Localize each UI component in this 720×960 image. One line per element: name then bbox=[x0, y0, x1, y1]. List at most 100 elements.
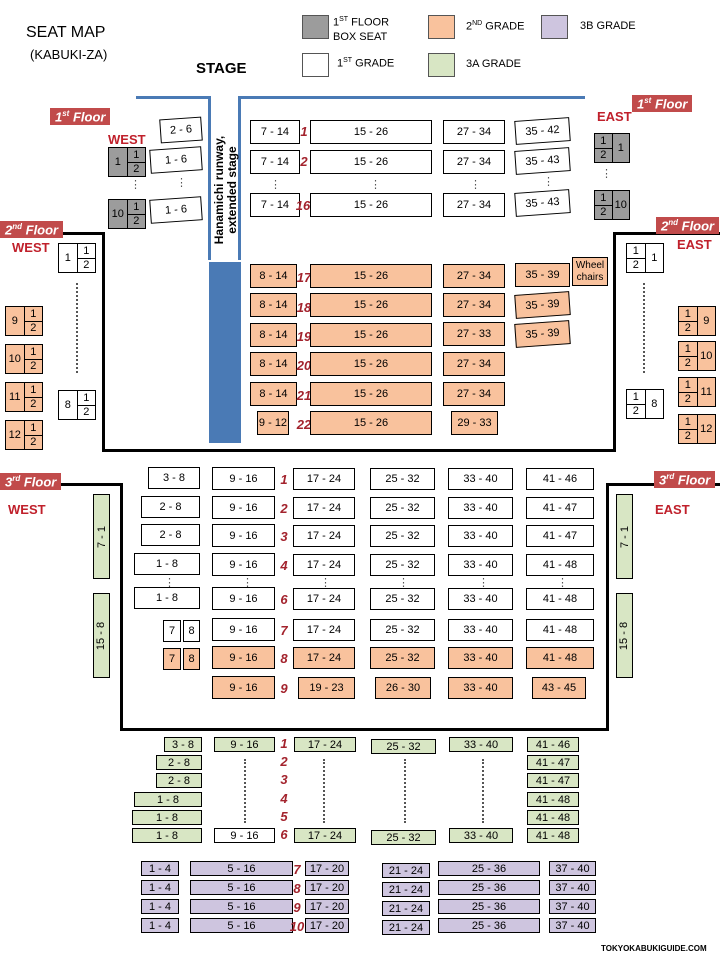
seat-block[interactable]: 33 - 40 bbox=[448, 588, 513, 610]
seat-block[interactable]: 15 - 26 bbox=[310, 120, 432, 144]
seat-block[interactable]: 35 - 43 bbox=[514, 147, 571, 175]
seat-block[interactable]: 1 - 8 bbox=[134, 587, 200, 609]
seat-block[interactable]: 25 - 32 bbox=[370, 647, 435, 669]
seat-block[interactable]: 33 - 40 bbox=[448, 647, 513, 669]
seat-block[interactable]: 27 - 34 bbox=[443, 264, 505, 288]
seat-block[interactable]: 35 - 39 bbox=[515, 263, 570, 287]
seat-block[interactable]: 2 - 8 bbox=[156, 773, 202, 788]
seat-block[interactable]: 7 bbox=[163, 648, 181, 670]
seat-block[interactable]: 5 - 16 bbox=[190, 899, 293, 914]
seat-block[interactable]: 25 - 32 bbox=[370, 554, 435, 576]
seat-block[interactable]: 8 bbox=[183, 648, 200, 670]
seat-block[interactable]: 7 - 14 bbox=[250, 120, 300, 144]
seat-block[interactable]: 27 - 34 bbox=[443, 150, 505, 174]
seat-block[interactable]: 41 - 48 bbox=[526, 588, 594, 610]
seat-block[interactable]: 37 - 40 bbox=[549, 861, 596, 876]
seat-block[interactable]: 41 - 47 bbox=[527, 755, 579, 770]
seat-block[interactable]: 9 - 16 bbox=[212, 467, 275, 490]
seat-block[interactable]: 26 - 30 bbox=[375, 677, 431, 699]
seat-block[interactable]: 41 - 48 bbox=[526, 647, 594, 669]
seat-block[interactable]: 17 - 20 bbox=[305, 899, 349, 914]
seat-block[interactable]: 21 - 24 bbox=[382, 920, 430, 935]
seat-block[interactable]: 41 - 48 bbox=[526, 554, 594, 576]
seat-block[interactable]: 37 - 40 bbox=[549, 918, 596, 933]
seat-block[interactable]: 41 - 48 bbox=[527, 792, 579, 807]
seat-block[interactable]: 27 - 34 bbox=[443, 293, 505, 317]
seat-block[interactable]: 3 - 8 bbox=[148, 467, 200, 489]
seat-block[interactable]: 35 - 43 bbox=[514, 189, 571, 217]
seat-block[interactable]: 17 - 24 bbox=[293, 554, 355, 576]
seat-block[interactable]: 41 - 47 bbox=[526, 525, 594, 547]
seat-block[interactable]: 3 - 8 bbox=[164, 737, 202, 752]
seat-block[interactable]: 9 - 12 bbox=[257, 411, 289, 435]
seat-block[interactable]: 27 - 34 bbox=[443, 352, 505, 376]
seat-block[interactable]: 21 - 24 bbox=[382, 863, 430, 878]
seat-block[interactable]: 1 - 6 bbox=[149, 146, 203, 174]
seat-block[interactable]: 15 - 26 bbox=[310, 352, 432, 376]
seat-block[interactable]: 41 - 48 bbox=[527, 828, 579, 843]
seat-block[interactable]: 17 - 20 bbox=[305, 880, 349, 895]
seat-block[interactable]: 27 - 34 bbox=[443, 382, 505, 406]
seat-block[interactable]: 33 - 40 bbox=[448, 554, 513, 576]
seat-block[interactable]: 17 - 20 bbox=[305, 861, 349, 876]
seat-block[interactable]: 17 - 24 bbox=[293, 588, 355, 610]
seat-block[interactable]: 9 - 16 bbox=[212, 587, 275, 610]
seat-block[interactable]: 7 - 14 bbox=[250, 150, 300, 174]
seat-block[interactable]: 33 - 40 bbox=[449, 828, 513, 843]
seat-block[interactable]: 25 - 32 bbox=[370, 619, 435, 641]
seat-block[interactable]: 25 - 32 bbox=[371, 830, 436, 845]
side-seat-column[interactable]: 7 - 1 bbox=[616, 494, 633, 579]
seat-block[interactable]: 21 - 24 bbox=[382, 882, 430, 897]
seat-block[interactable]: 19 - 23 bbox=[298, 677, 355, 699]
seat-block[interactable]: 5 - 16 bbox=[190, 861, 293, 876]
seat-block[interactable]: 25 - 36 bbox=[438, 899, 540, 914]
seat-block[interactable]: 27 - 33 bbox=[443, 322, 505, 346]
seat-block[interactable]: 41 - 48 bbox=[526, 619, 594, 641]
seat-block[interactable]: 35 - 42 bbox=[514, 117, 571, 145]
seat-block[interactable]: 41 - 48 bbox=[527, 810, 579, 825]
seat-block[interactable]: 33 - 40 bbox=[448, 525, 513, 547]
seat-block[interactable]: 7 - 14 bbox=[250, 193, 300, 217]
seat-block[interactable]: 33 - 40 bbox=[448, 497, 513, 519]
seat-block[interactable]: 9 - 16 bbox=[214, 737, 275, 752]
seat-block[interactable]: 17 - 24 bbox=[293, 619, 355, 641]
seat-block[interactable]: 17 - 24 bbox=[294, 737, 356, 752]
seat-block[interactable]: 25 - 36 bbox=[438, 918, 540, 933]
seat-block[interactable]: 1 - 8 bbox=[134, 792, 202, 807]
seat-block[interactable]: 9 - 16 bbox=[214, 828, 275, 843]
seat-block[interactable]: 35 - 39 bbox=[514, 320, 571, 348]
seat-block[interactable]: 33 - 40 bbox=[448, 677, 513, 699]
seat-block[interactable]: 8 - 14 bbox=[250, 293, 297, 317]
seat-block[interactable]: 37 - 40 bbox=[549, 880, 596, 895]
seat-block[interactable]: 8 bbox=[183, 620, 200, 642]
seat-block[interactable]: 1 - 4 bbox=[141, 918, 179, 933]
seat-block[interactable]: 7 bbox=[163, 620, 181, 642]
side-seat-column[interactable]: 15 - 8 bbox=[616, 593, 633, 678]
seat-block[interactable]: 15 - 26 bbox=[310, 150, 432, 174]
seat-block[interactable]: 29 - 33 bbox=[451, 411, 498, 435]
seat-block[interactable]: 21 - 24 bbox=[382, 901, 430, 916]
seat-block[interactable]: 17 - 20 bbox=[305, 918, 349, 933]
seat-block[interactable]: 1 - 8 bbox=[134, 553, 200, 575]
seat-block[interactable]: 41 - 47 bbox=[526, 497, 594, 519]
seat-block[interactable]: 15 - 26 bbox=[310, 193, 432, 217]
seat-block[interactable]: 17 - 24 bbox=[293, 525, 355, 547]
seat-block[interactable]: 25 - 36 bbox=[438, 880, 540, 895]
seat-block[interactable]: 15 - 26 bbox=[310, 323, 432, 347]
seat-block[interactable]: 25 - 36 bbox=[438, 861, 540, 876]
seat-block[interactable]: 5 - 16 bbox=[190, 918, 293, 933]
seat-block[interactable]: 9 - 16 bbox=[212, 496, 275, 519]
seat-block[interactable]: 17 - 24 bbox=[293, 468, 355, 490]
seat-block[interactable]: 17 - 24 bbox=[293, 647, 355, 669]
